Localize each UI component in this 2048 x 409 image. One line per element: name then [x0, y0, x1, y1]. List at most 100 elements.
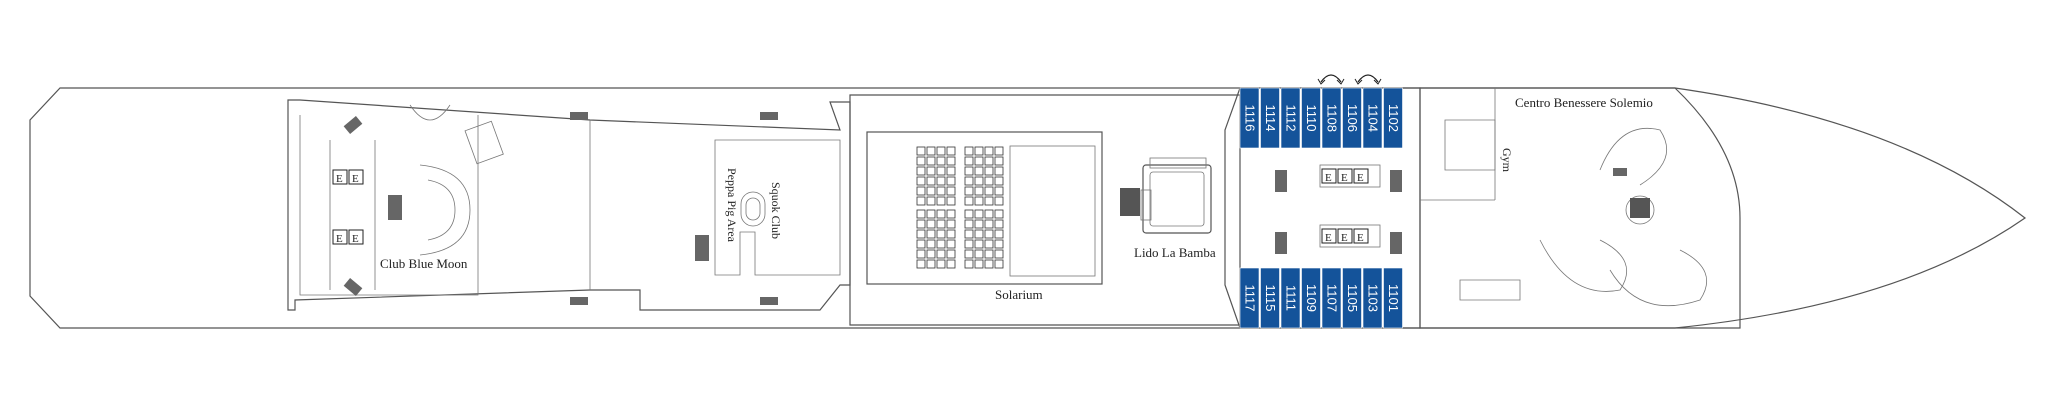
cabin-1105[interactable]: 1105: [1342, 267, 1362, 329]
sun-lounger: [926, 186, 936, 196]
sun-lounger: [974, 146, 984, 156]
sun-lounger: [994, 176, 1004, 186]
cabin-1110[interactable]: 1110: [1301, 87, 1321, 149]
stairs-icon: [1390, 232, 1402, 254]
sun-lounger: [974, 249, 984, 259]
sun-lounger: [964, 196, 974, 206]
cabin-number-bottom: 1111: [1284, 285, 1299, 311]
sun-lounger: [994, 166, 1004, 176]
sun-lounger: [946, 186, 956, 196]
cabin-1115[interactable]: 1115: [1260, 267, 1280, 329]
elevator-label: E: [336, 173, 343, 185]
cabin-1106[interactable]: 1106: [1342, 87, 1362, 149]
cabin-1107[interactable]: 1107: [1321, 267, 1342, 329]
sun-lounger: [994, 146, 1004, 156]
sun-lounger: [984, 259, 994, 269]
sun-lounger: [984, 156, 994, 166]
stairs-icon: [570, 297, 588, 305]
sun-lounger: [994, 239, 1004, 249]
elevator-icon: [1321, 228, 1337, 244]
elevator-icon: [348, 169, 364, 185]
cabin-box[interactable]: [1342, 87, 1362, 149]
elevator-label: E: [1341, 232, 1348, 244]
sun-lounger: [994, 209, 1004, 219]
sun-lounger: [936, 186, 946, 196]
cabin-box[interactable]: [1383, 87, 1403, 149]
sun-lounger: [974, 196, 984, 206]
label-gym: Gym: [1500, 148, 1514, 173]
sun-lounger: [916, 259, 926, 269]
sun-lounger: [984, 166, 994, 176]
ship-hull: [29, 87, 2027, 329]
cabin-1114[interactable]: 1114: [1260, 87, 1280, 149]
elevator-label: E: [336, 233, 343, 245]
cabin-box[interactable]: [1260, 267, 1280, 329]
label-club-blue-moon: Club Blue Moon: [380, 256, 468, 271]
sun-lounger: [916, 209, 926, 219]
spa-area: [1419, 87, 1741, 329]
cabin-box[interactable]: [1362, 267, 1383, 329]
cabin-1109[interactable]: 1109: [1301, 267, 1321, 329]
cabin-number-bottom: 1105: [1345, 284, 1360, 312]
cabin-1116[interactable]: 1116: [1239, 87, 1260, 149]
sun-lounger: [964, 176, 974, 186]
cabin-number-top: 1114: [1263, 105, 1278, 132]
elevator-icon: [332, 229, 348, 245]
sun-lounger: [994, 196, 1004, 206]
sun-lounger: [926, 209, 936, 219]
sun-lounger: [964, 239, 974, 249]
sun-lounger: [964, 209, 974, 219]
sun-lounger: [916, 249, 926, 259]
cabin-1111[interactable]: 1111: [1280, 267, 1301, 329]
sun-lounger: [916, 229, 926, 239]
cabin-box[interactable]: [1239, 267, 1260, 329]
connecting-cabin-arrow-icon: [1357, 74, 1379, 83]
stairs-icon: [1275, 232, 1287, 254]
stairs-icon: [695, 235, 709, 261]
sun-lounger: [946, 209, 956, 219]
cabin-box[interactable]: [1342, 267, 1362, 329]
cabin-1117[interactable]: 1117: [1239, 267, 1260, 329]
sun-lounger: [994, 186, 1004, 196]
cabin-box[interactable]: [1321, 87, 1342, 149]
cabin-number-top: 1112: [1284, 105, 1299, 132]
sun-lounger: [974, 239, 984, 249]
cabin-1102[interactable]: 1102: [1383, 87, 1403, 149]
sun-lounger: [916, 176, 926, 186]
sun-lounger: [964, 156, 974, 166]
cabin-box[interactable]: [1260, 87, 1280, 149]
sun-lounger: [916, 196, 926, 206]
sun-lounger: [974, 186, 984, 196]
cabin-number-bottom: 1101: [1386, 284, 1401, 312]
cabin-box[interactable]: [1280, 87, 1301, 149]
sun-lounger: [946, 146, 956, 156]
sun-lounger: [936, 239, 946, 249]
sun-lounger: [964, 186, 974, 196]
cabin-box[interactable]: [1321, 267, 1342, 329]
sun-lounger: [936, 166, 946, 176]
cabin-box[interactable]: [1280, 267, 1301, 329]
cabin-box[interactable]: [1362, 87, 1383, 149]
cabin-1112[interactable]: 1112: [1280, 87, 1301, 149]
sun-lounger: [974, 229, 984, 239]
stairs-icon: [1390, 170, 1402, 192]
sun-lounger: [926, 146, 936, 156]
cabin-box[interactable]: [1301, 267, 1321, 329]
sun-lounger: [964, 146, 974, 156]
cabin-box[interactable]: [1383, 267, 1403, 329]
cabin-1108[interactable]: 1108: [1321, 87, 1342, 149]
sun-lounger: [936, 176, 946, 186]
cabin-box[interactable]: [1301, 87, 1321, 149]
sun-lounger: [926, 219, 936, 229]
cabin-1104[interactable]: 1104: [1362, 87, 1383, 149]
elevator-icon: [1321, 168, 1337, 184]
sun-lounger: [926, 196, 936, 206]
sun-lounger: [936, 156, 946, 166]
cabin-1101[interactable]: 1101: [1383, 267, 1403, 329]
cabin-box[interactable]: [1239, 87, 1260, 149]
sun-lounger: [984, 229, 994, 239]
sun-lounger: [974, 259, 984, 269]
cabin-1103[interactable]: 1103: [1362, 267, 1383, 329]
